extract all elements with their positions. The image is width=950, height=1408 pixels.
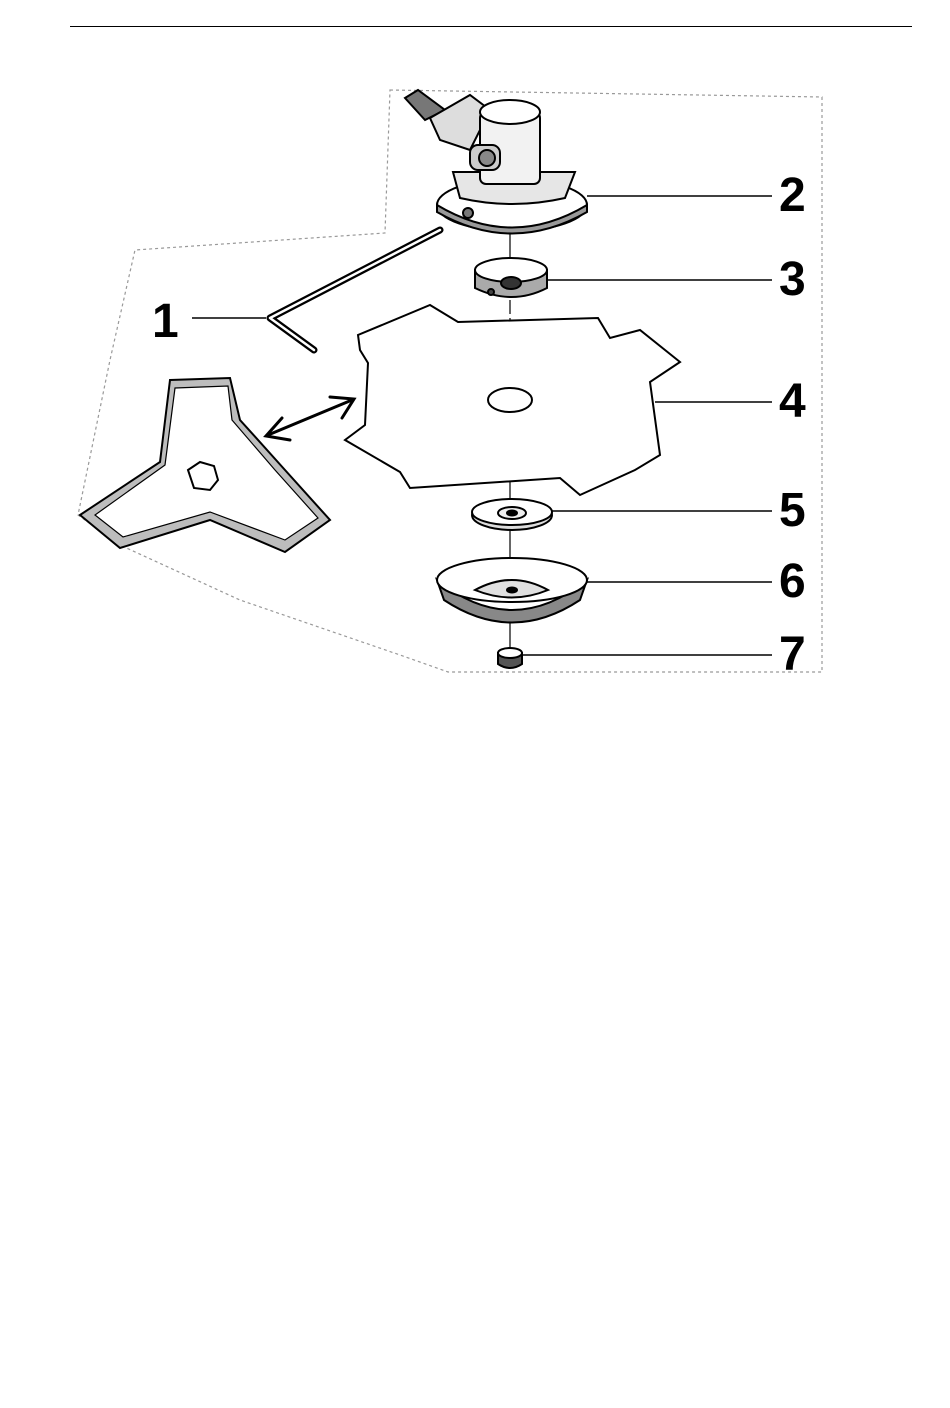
support-flange-part	[475, 258, 547, 297]
thrust-washer-part	[472, 499, 552, 530]
callout-5: 5	[779, 484, 806, 537]
guard-cup-part	[437, 558, 587, 623]
callout-7: 7	[779, 628, 806, 681]
blade-nut-part	[498, 648, 522, 668]
callout-3: 3	[779, 253, 806, 306]
callout-1: 1	[152, 295, 179, 348]
gear-head-part	[405, 90, 587, 234]
three-tooth-blade-part	[80, 378, 330, 552]
callout-2: 2	[779, 169, 806, 222]
callout-6: 6	[779, 555, 806, 608]
four-tooth-blade-part	[345, 305, 680, 495]
callout-4: 4	[779, 375, 806, 428]
exchange-arrow	[266, 397, 354, 440]
